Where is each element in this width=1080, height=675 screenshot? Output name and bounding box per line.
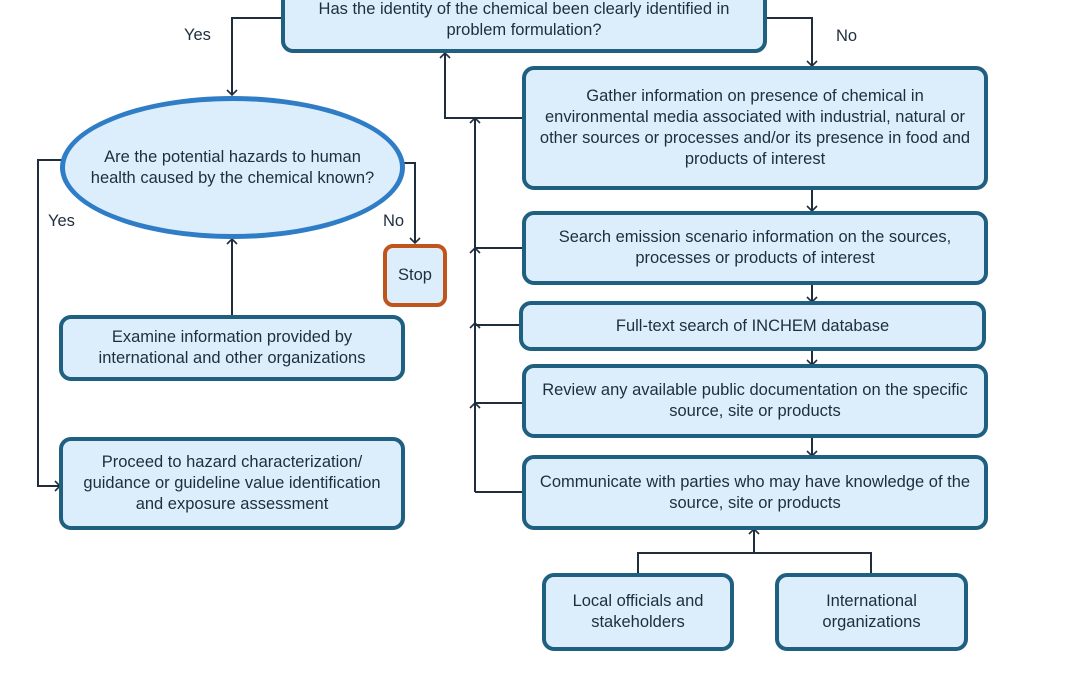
proceed-text: Proceed to hazard characterization/ guid… — [83, 453, 381, 513]
communicate-box: Communicate with parties who may have kn… — [522, 455, 988, 530]
examine-info-text: Examine information provided by internat… — [98, 328, 366, 367]
international-orgs-box: International organizations — [775, 573, 968, 651]
no-label-hazards: No — [383, 212, 405, 230]
arrow-hazards-yes — [37, 159, 66, 492]
yes-label-hazards: Yes — [48, 212, 75, 230]
examine-info-box: Examine information provided by internat… — [59, 315, 405, 381]
arrow-hazards-no — [402, 162, 421, 245]
search-emission-text: Search emission scenario information on … — [558, 228, 952, 267]
arrow-identity-yes — [226, 17, 282, 97]
local-officials-text: Local officials and stakeholders — [572, 592, 704, 631]
search-emission-box: Search emission scenario information on … — [522, 211, 988, 285]
proceed-box: Proceed to hazard characterization/ guid… — [59, 437, 405, 530]
no-label-identity: No — [836, 27, 858, 45]
gather-info-text: Gather information on presence of chemic… — [539, 87, 971, 168]
yes-label-identity: Yes — [184, 26, 211, 44]
stop-text: Stop — [398, 266, 432, 284]
inchem-search-text: Full-text search of INCHEM database — [615, 316, 890, 335]
local-officials-box: Local officials and stakeholders — [542, 573, 734, 651]
identity-question-text: Has the identity of the chemical been cl… — [318, 0, 730, 39]
inchem-search-box: Full-text search of INCHEM database — [519, 301, 986, 351]
review-docs-text: Review any available public documentatio… — [542, 381, 968, 420]
stop-box: Stop — [383, 244, 447, 307]
arrow-identity-no — [766, 17, 818, 68]
communicate-text: Communicate with parties who may have kn… — [539, 472, 971, 512]
review-docs-box: Review any available public documentatio… — [522, 364, 988, 438]
arrow-gather-to-identity — [439, 51, 523, 119]
hazards-question-ellipse: Are the potential hazards to human healt… — [60, 96, 405, 239]
hazards-question-text: Are the potential hazards to human healt… — [90, 147, 375, 187]
gather-info-box: Gather information on presence of chemic… — [522, 66, 988, 190]
arrow-sources-communicate — [637, 529, 872, 574]
international-orgs-text: International organizations — [822, 592, 921, 631]
identity-question-box: Has the identity of the chemical been cl… — [281, 0, 767, 53]
